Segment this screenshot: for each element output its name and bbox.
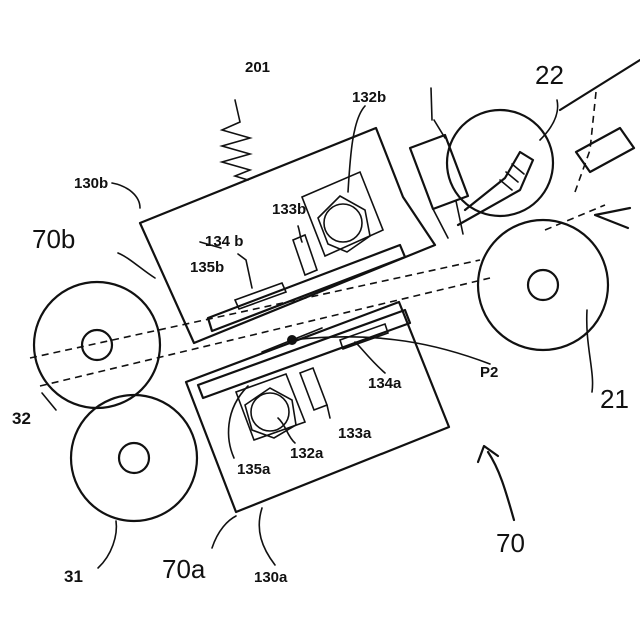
label-31: 31: [64, 567, 83, 586]
label-132b: 132b: [352, 89, 386, 106]
lower-unit-130a: [186, 302, 449, 512]
label-32: 32: [12, 409, 31, 428]
right-guides: [560, 60, 640, 228]
label-21: 21: [600, 384, 629, 414]
label-135a: 135a: [237, 461, 271, 478]
label-70: 70: [496, 528, 525, 558]
label-22: 22: [535, 60, 564, 90]
label-201: 201: [245, 59, 270, 76]
label-70b: 70b: [32, 224, 75, 254]
label-70a: 70a: [162, 554, 206, 584]
label-130a: 130a: [254, 569, 288, 586]
guide-22: [458, 152, 533, 225]
arrow-70: [478, 446, 514, 520]
label-P2: P2: [480, 364, 498, 381]
label-130b: 130b: [74, 175, 108, 192]
label-133a: 133a: [338, 425, 372, 442]
label-135b: 135b: [190, 259, 224, 276]
reference-labels: 201 22 132b 130b 133b 70b 134 b 135b 32 …: [12, 59, 629, 586]
roller-21: [478, 220, 608, 350]
label-132a: 132a: [290, 445, 324, 462]
label-134a: 134a: [368, 375, 402, 392]
roller-32: [34, 282, 160, 408]
label-133b: 133b: [272, 201, 306, 218]
label-134b: 134 b: [205, 233, 243, 250]
spring-201: [222, 100, 250, 180]
roller-31: [71, 395, 197, 521]
